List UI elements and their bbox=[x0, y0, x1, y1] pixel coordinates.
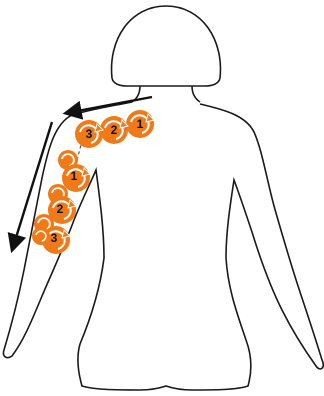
step-number: 3 bbox=[86, 127, 93, 141]
step-number: 1 bbox=[137, 117, 144, 131]
circular-massage-motion-icon: 3 bbox=[75, 120, 103, 148]
step-number: 3 bbox=[51, 231, 58, 245]
direction-arrow-icon bbox=[72, 97, 152, 112]
step-number: 1 bbox=[71, 169, 78, 183]
head-outline bbox=[112, 6, 221, 86]
step-number: 2 bbox=[57, 202, 64, 216]
step-number: 2 bbox=[111, 123, 118, 137]
circular-massage-motion-icon: 1 bbox=[62, 164, 90, 192]
circular-massage-motion-icon: 1 bbox=[126, 110, 154, 138]
circular-massage-motion-icon bbox=[32, 227, 50, 245]
circular-massage-motion-icon: 2 bbox=[100, 116, 128, 144]
